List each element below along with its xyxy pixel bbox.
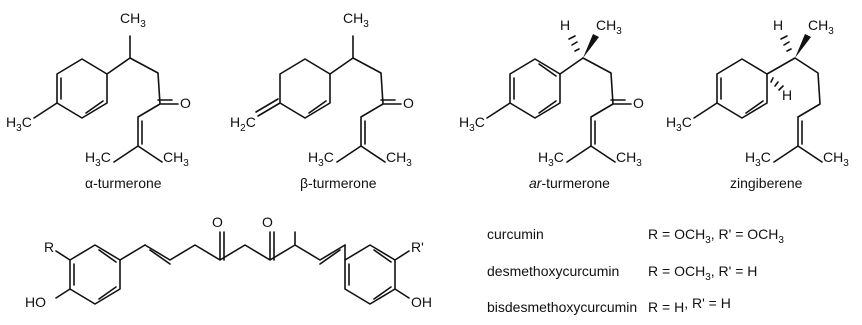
alpha-chain-bonds	[33, 35, 179, 163]
beta-ch3-bottom: CH3	[386, 149, 412, 169]
ar-h3c-bottom: H3C	[538, 149, 564, 169]
zingiberene-ring-bonds	[716, 58, 768, 119]
curcuminoid-r-label: R	[44, 239, 54, 255]
beta-carbonyl-oxygen: O	[403, 95, 414, 111]
ar-ch3-bottom: CH3	[616, 149, 642, 169]
curcuminoid-r-prime-label: R'	[411, 239, 424, 255]
curcuminoid-ho-label: HO	[25, 294, 46, 310]
curcuminoid-left-ring-bonds	[69, 244, 121, 305]
beta-ring-double-bonds	[308, 100, 327, 114]
zingiberene-ch3-top: CH3	[808, 17, 834, 37]
ar-carbonyl-oxygen: O	[633, 95, 644, 111]
table-row-name: desmethoxycurcumin	[487, 263, 619, 279]
ar-h3c-left: H3C	[459, 114, 485, 134]
ar-turmerone-structure: H CH3 O H3C H3C CH3 ar-turmerone	[459, 17, 644, 191]
zingiberene-chain-bonds	[693, 57, 823, 163]
alpha-turmerone-caption: α-turmerone	[85, 175, 162, 191]
ar-chain-double-bonds	[594, 99, 626, 145]
zingiberene-wedge-bond-top	[795, 34, 811, 58]
ar-ring-bonds	[509, 58, 561, 119]
table-row-substituents: R = H, R' = H	[648, 295, 731, 315]
alpha-chain-double-bonds	[141, 99, 173, 145]
alpha-h3c-bottom: H3C	[85, 149, 111, 169]
ar-wedge-bond	[583, 34, 599, 58]
zingiberene-h3c-bottom: H3C	[745, 149, 771, 169]
zingiberene-hash-bond-top	[780, 35, 792, 52]
ar-turmerone-caption: ar-turmerone	[529, 175, 610, 191]
zingiberene-ch3-bottom: CH3	[823, 149, 849, 169]
beta-chain-double-bonds	[364, 99, 396, 145]
beta-exo-methylene	[255, 98, 281, 117]
alpha-ch3-bottom: CH3	[163, 149, 189, 169]
beta-chain-bonds	[329, 35, 402, 163]
zingiberene-stereo-h-ring: H	[782, 87, 792, 103]
curcuminoid-linker-bonds	[144, 231, 346, 261]
beta-h3c-bottom: H3C	[308, 149, 334, 169]
alpha-ring-bonds	[56, 58, 108, 119]
zingiberene-h3c-left: H3C	[666, 114, 692, 134]
curcuminoid-table: curcumin R = OCH3, R' = OCH3 desmethoxyc…	[487, 226, 784, 315]
curcuminoid-linker-double-bonds	[149, 231, 341, 265]
alpha-ring-double-bonds	[60, 77, 104, 114]
curcuminoid-left-substituents	[55, 244, 146, 299]
zingiberene-caption: zingiberene	[730, 175, 803, 191]
alpha-turmerone-structure: CH3 O H3C H3C CH3 α-turmerone	[6, 10, 191, 191]
beta-ring-bonds	[279, 58, 331, 119]
curcuminoid-right-ring-bonds	[344, 244, 396, 305]
ar-hash-bond	[568, 35, 580, 52]
table-row-substituents: R = OCH3, R' = OCH3	[648, 226, 784, 246]
table-row-name: bisdesmethoxycurcumin	[487, 299, 637, 315]
curcuminoid-left-ring-double-bonds	[73, 249, 117, 300]
beta-turmerone-structure: CH3 O H2C H3C CH3 β-turmerone	[230, 10, 414, 191]
alpha-h3c-left: H3C	[6, 114, 32, 134]
ar-ring-double-bonds	[513, 63, 557, 114]
alpha-carbonyl-oxygen: O	[180, 95, 191, 111]
beta-turmerone-caption: β-turmerone	[300, 175, 377, 191]
zingiberene-stereo-h-top: H	[773, 17, 783, 33]
table-row-desmethoxycurcumin: desmethoxycurcumin R = OCH3, R' = H	[487, 263, 757, 283]
table-row-name: curcumin	[487, 226, 544, 242]
zingiberene-hash-bond-ring	[770, 77, 784, 91]
table-row-substituents: R = OCH3, R' = H	[648, 263, 757, 283]
beta-ch3-top: CH3	[343, 10, 369, 30]
curcuminoid-oxygen-right: O	[262, 214, 273, 230]
zingiberene-ring-double-bonds	[720, 77, 764, 114]
curcuminoid-right-substituents	[344, 244, 410, 299]
curcuminoid-structure: O O R HO R' OH	[25, 214, 432, 310]
table-row-bisdesmethoxycurcumin: bisdesmethoxycurcumin R = H, R' = H	[487, 295, 731, 315]
curcuminoid-right-ring-double-bonds	[348, 249, 392, 300]
curcuminoid-oh-label: OH	[411, 294, 432, 310]
zingiberene-structure: H CH3 H H3C H3C CH3 zingiberene	[666, 17, 849, 191]
ar-stereo-h: H	[560, 17, 570, 33]
table-row-curcumin: curcumin R = OCH3, R' = OCH3	[487, 226, 784, 246]
alpha-ch3-top: CH3	[120, 10, 146, 30]
ar-ch3-top: CH3	[596, 17, 622, 37]
ar-chain-bonds	[486, 57, 632, 163]
beta-h2c-left: H2C	[230, 114, 256, 134]
curcuminoid-oxygen-left: O	[212, 214, 223, 230]
